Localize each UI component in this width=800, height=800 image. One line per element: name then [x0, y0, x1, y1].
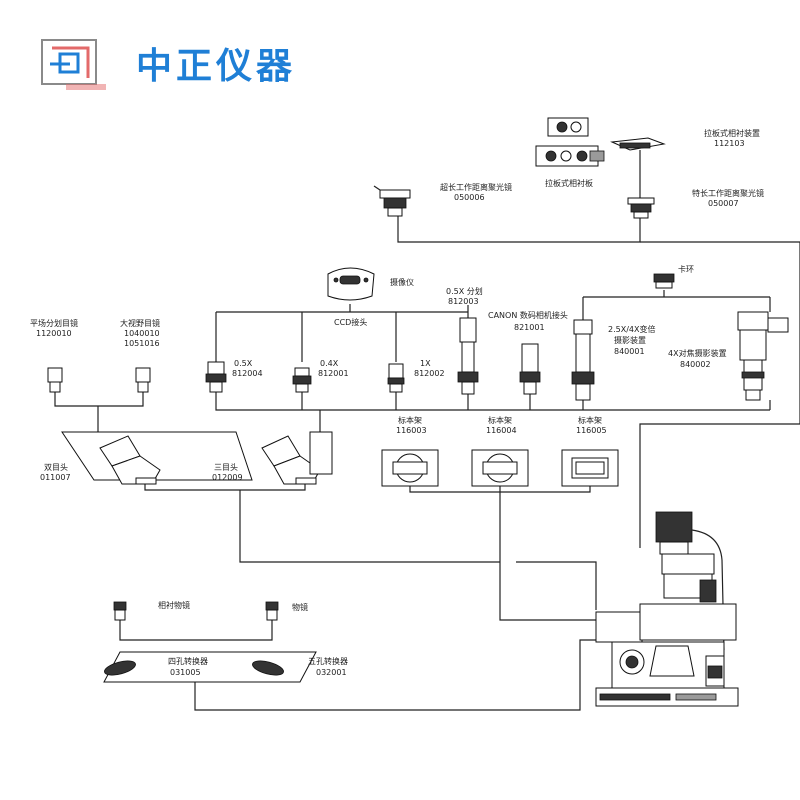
- ultra-long-name: 超长工作距离聚光镜: [440, 182, 512, 192]
- ultra-long-condenser-icon: [373, 185, 411, 217]
- four-hole-nosepiece-icon: [104, 660, 136, 676]
- focus4x-name: 4X对焦摄影装置: [668, 348, 727, 358]
- nosepiece5-code: 032001: [316, 668, 347, 677]
- trinocular-code: 012009: [212, 473, 243, 482]
- binocular-name: 双目头: [44, 462, 68, 472]
- holder2-name: 标本架: [488, 415, 512, 425]
- zoom-name2: 摄影装置: [614, 335, 646, 345]
- trinocular-head-icon: [261, 431, 333, 485]
- nosepiece4-code: 031005: [170, 668, 201, 677]
- extra-long-name: 特长工作距离聚光镜: [692, 188, 764, 198]
- adapter-1-name: 1X: [420, 359, 431, 368]
- focus4x-camera-icon: [737, 311, 789, 401]
- phase-objective-label: 相衬物镜: [158, 600, 190, 610]
- brand-name: 中正仪器: [136, 46, 296, 87]
- lasai-plate-icon: [535, 117, 605, 167]
- ultra-long-code: 050006: [454, 193, 485, 202]
- flat-field-code: 1120010: [36, 329, 72, 338]
- canon-name: CANON 数码相机接头: [488, 310, 568, 320]
- adapter-1-code: 812002: [414, 369, 445, 378]
- wide-field-code1: 1040010: [124, 329, 160, 338]
- canon-adapter-icon: [519, 343, 541, 395]
- binocular-code: 011007: [40, 473, 71, 482]
- flat-field-name: 平场分划目镜: [30, 318, 78, 328]
- connection-lines: [54, 150, 800, 711]
- extra-long-code: 050007: [708, 199, 739, 208]
- nosepiece4-name: 四孔转换器: [168, 656, 208, 666]
- brand-logo: [41, 39, 106, 90]
- extra-long-condenser-icon: [627, 197, 655, 219]
- microscope-stand-icon: [595, 511, 739, 707]
- canon-code: 821001: [514, 323, 545, 332]
- wide-field-name: 大视野目镜: [120, 318, 160, 328]
- flat-field-eyepiece-icon: [47, 367, 63, 393]
- adapter-04-code: 812001: [318, 369, 349, 378]
- holder3-name: 标本架: [578, 415, 602, 425]
- wide-field-code2: 1051016: [124, 339, 160, 348]
- specimen-holder-1-icon: [381, 449, 439, 487]
- split-name: 0.5X 分划: [446, 286, 483, 296]
- holder2-code: 116004: [486, 426, 517, 435]
- nosepiece-platform: [103, 651, 317, 683]
- lasai-device-code: 112103: [714, 139, 745, 148]
- adapter-05-icon: [205, 361, 227, 393]
- objective-icon: [265, 601, 279, 621]
- phase-objective-icon: [113, 601, 127, 621]
- holder1-name: 标本架: [398, 415, 422, 425]
- clamp-ring-icon: [653, 273, 675, 289]
- nosepiece5-name: 五孔转换器: [308, 656, 348, 666]
- five-hole-nosepiece-icon: [252, 660, 284, 676]
- adapter-05-code: 812004: [232, 369, 263, 378]
- adapter-04-name: 0.4X: [320, 359, 339, 368]
- clamp-label: 卡环: [678, 264, 694, 274]
- split-reticle-icon: [457, 317, 479, 395]
- zoom-camera-icon: [571, 319, 595, 401]
- zoom-name: 2.5X/4X变倍: [608, 324, 655, 334]
- split-code: 812003: [448, 297, 479, 306]
- holder3-code: 116005: [576, 426, 607, 435]
- trinocular-name: 三目头: [214, 462, 238, 472]
- wide-field-eyepiece-icon: [135, 367, 151, 393]
- ccd-label: CCD接头: [334, 317, 367, 327]
- lasai-plate-label: 拉板式相衬板: [545, 178, 593, 188]
- adapter-1-icon: [387, 363, 405, 393]
- specimen-holder-2-icon: [471, 449, 529, 487]
- specimen-holder-3-icon: [561, 449, 619, 487]
- holder1-code: 116003: [396, 426, 427, 435]
- camera-icon: [327, 267, 375, 301]
- zoom-code: 840001: [614, 347, 645, 356]
- lasai-device-name: 拉板式相衬装置: [704, 128, 760, 138]
- objective-label: 物镜: [292, 602, 308, 612]
- adapter-05-name: 0.5X: [234, 359, 253, 368]
- focus4x-code: 840002: [680, 360, 711, 369]
- binocular-head-icon: [99, 435, 161, 485]
- camera-label: 摄像仪: [390, 277, 414, 287]
- lasai-device-icon: [610, 137, 666, 151]
- adapter-04-icon: [292, 367, 312, 393]
